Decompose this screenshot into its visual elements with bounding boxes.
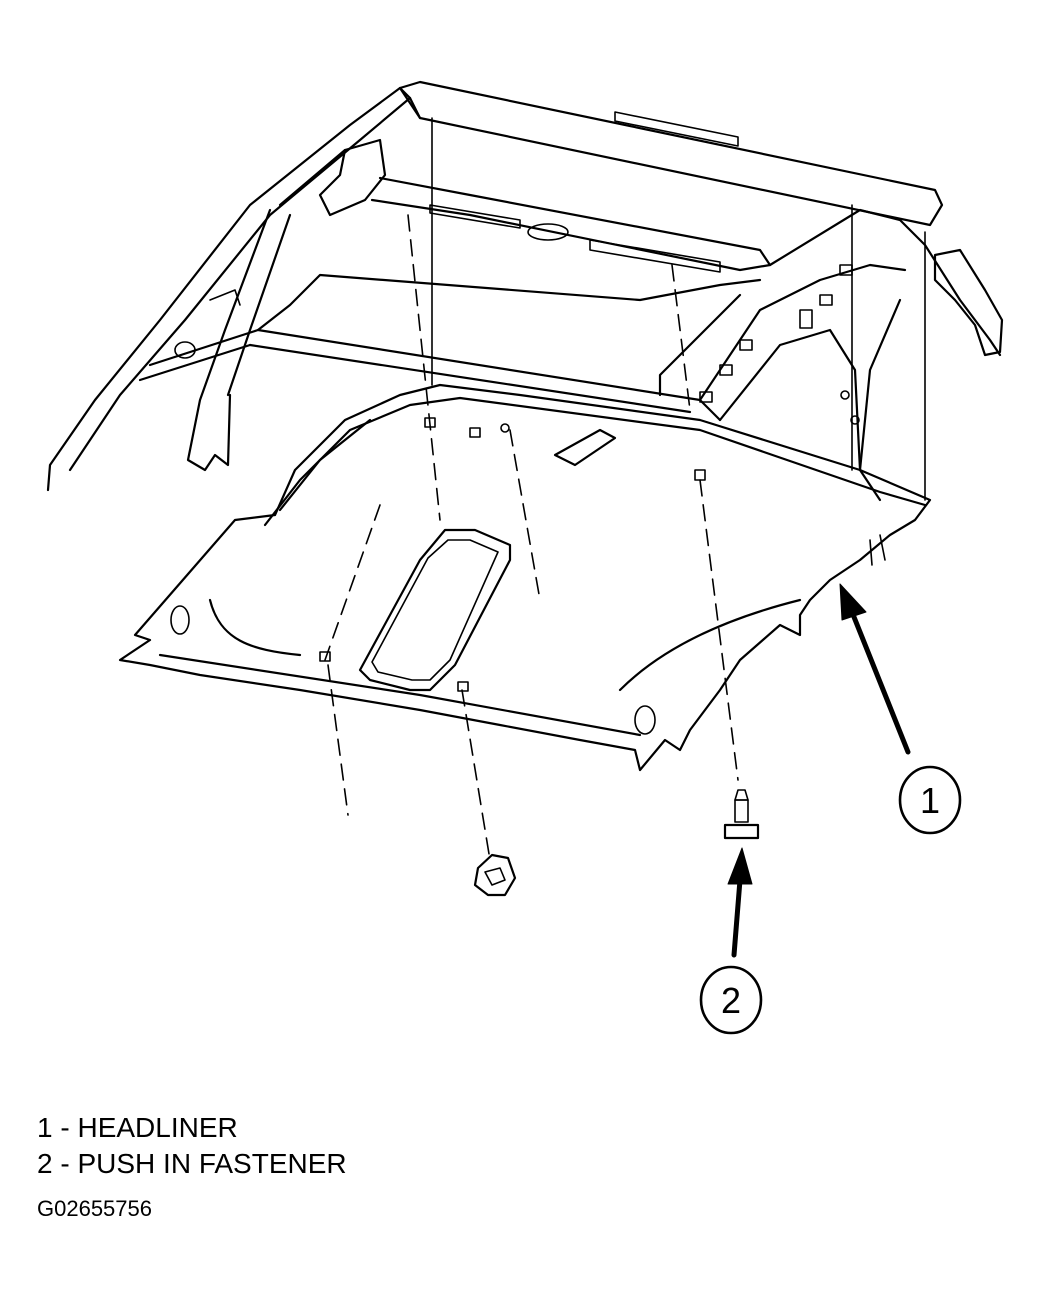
parts-legend: 1 - HEADLINER 2 - PUSH IN FASTENER [37,1110,347,1182]
roof-frame [46,80,1004,502]
legend-separator: - [52,1148,78,1179]
legend-item-headliner: 1 - HEADLINER [37,1110,347,1146]
push-in-fastener [723,789,760,840]
legend-number: 2 [37,1148,53,1179]
callout-1: 1 [898,765,962,835]
leader-arrow-1 [839,583,911,755]
callout-2: 2 [699,965,763,1035]
headliner-diagram: 1 2 [46,80,1004,1035]
legend-separator: - [52,1112,78,1143]
alignment-lines [324,117,926,861]
headliner-panel [118,383,932,772]
clip-grommet [473,853,517,897]
callout-2-number: 2 [721,980,741,1021]
legend-label: HEADLINER [77,1112,238,1143]
callout-1-number: 1 [920,780,940,821]
legend-number: 1 [37,1112,53,1143]
figure-id: G02655756 [37,1196,152,1221]
legend-item-push-in-fastener: 2 - PUSH IN FASTENER [37,1146,347,1182]
leader-arrow-2 [727,847,753,958]
legend-label: PUSH IN FASTENER [77,1148,347,1179]
